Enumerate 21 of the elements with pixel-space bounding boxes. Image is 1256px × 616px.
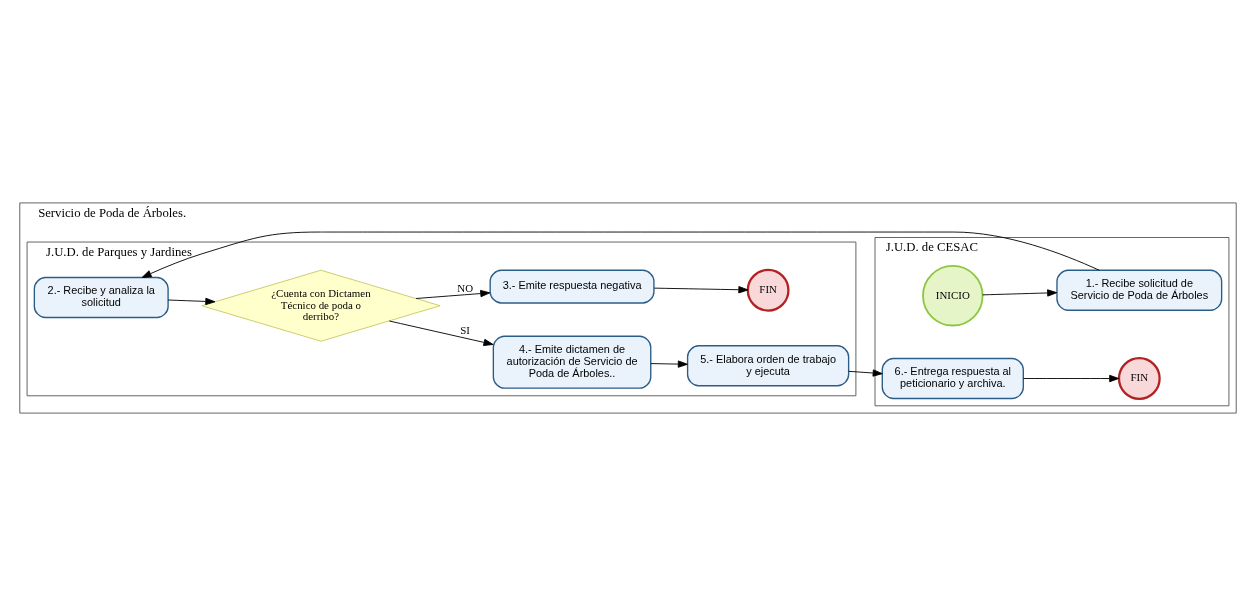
arrow	[415, 289, 491, 299]
arrow	[141, 231, 1100, 278]
node-box: 6.- Entrega respuesta al peticionario y archiva.	[881, 357, 1024, 400]
node-box: 4.- Emite dictamen de autorización de Servicio de Poda de Árboles..	[492, 335, 652, 389]
node-box: 1.- Recibe solicitud de Servicio de Poda de Árboles	[1056, 269, 1223, 311]
node-circle: FIN	[746, 268, 790, 312]
node-diamond: ¿Cuenta con Dictamen Técnico de poda o derribo?	[201, 269, 441, 342]
arrow	[982, 289, 1058, 297]
arrow	[653, 286, 749, 294]
arrow	[388, 320, 494, 346]
arrow	[650, 360, 688, 368]
node-circle: FIN	[1117, 357, 1161, 400]
arrow	[1023, 374, 1120, 383]
node-circle: INICIO	[922, 265, 984, 327]
edge-label: NO	[457, 281, 474, 294]
node-box: 2.- Recibe y analiza la solicitud	[33, 276, 169, 319]
arrow	[848, 369, 883, 377]
edge-label: SI	[460, 324, 470, 337]
arrow	[167, 297, 216, 306]
node-box: 5.- Elabora orden de trabajo y ejecuta	[686, 345, 850, 387]
node-box: 3.- Emite respuesta negativa	[489, 269, 655, 304]
